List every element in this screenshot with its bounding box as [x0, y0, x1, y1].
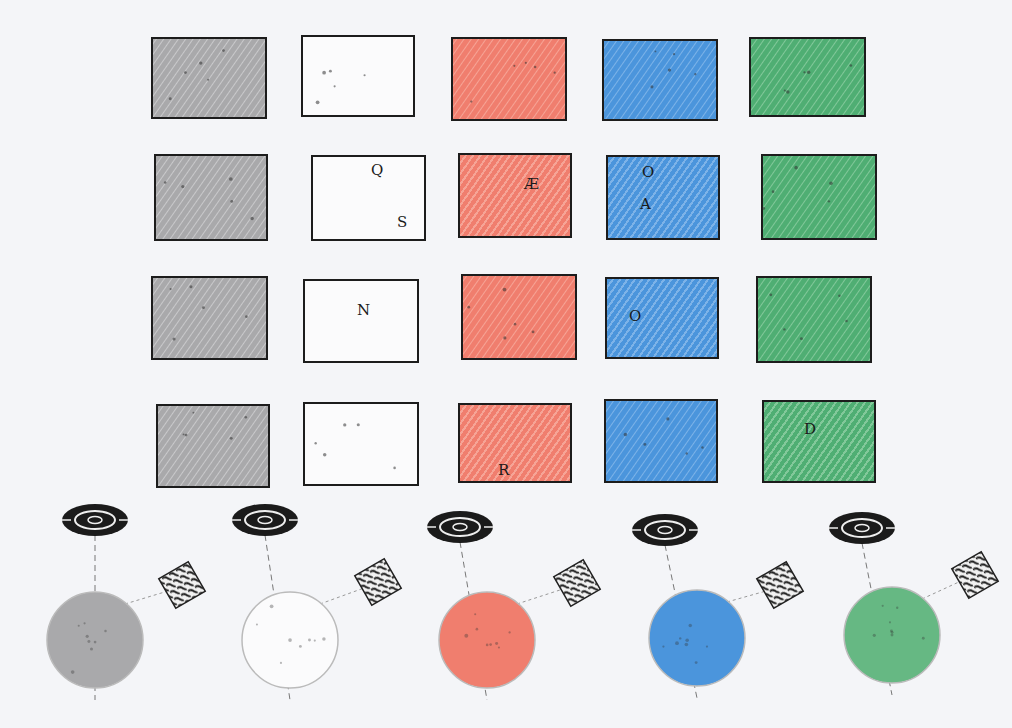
projector-unit — [427, 511, 600, 700]
sketch-panel: OA — [606, 155, 720, 240]
panel-letter: R — [498, 463, 509, 478]
texture-specks — [71, 49, 925, 674]
sketch-panel: QS — [311, 155, 426, 241]
empty-panels — [152, 36, 876, 487]
projector-unit — [47, 504, 205, 700]
sketch-panel: R — [458, 403, 572, 483]
sketch-panel: O — [605, 277, 719, 359]
projector-unit — [829, 512, 998, 695]
panel-letter: O — [642, 165, 654, 180]
panel-letter: Q — [371, 163, 383, 178]
projector-unit — [232, 504, 401, 700]
panel-letter: O — [629, 309, 641, 324]
sketch-panel: N — [303, 279, 419, 363]
panel-letter: D — [804, 422, 816, 437]
panel-letter: A — [640, 197, 651, 212]
projector-unit — [632, 514, 803, 698]
panel-letter: Æ — [524, 177, 539, 192]
projector-units — [47, 504, 998, 700]
sketch-panel: Æ — [458, 153, 572, 238]
panel-letter: S — [397, 215, 407, 230]
sketch-panel: D — [762, 400, 876, 483]
panel-letter: N — [357, 303, 370, 318]
